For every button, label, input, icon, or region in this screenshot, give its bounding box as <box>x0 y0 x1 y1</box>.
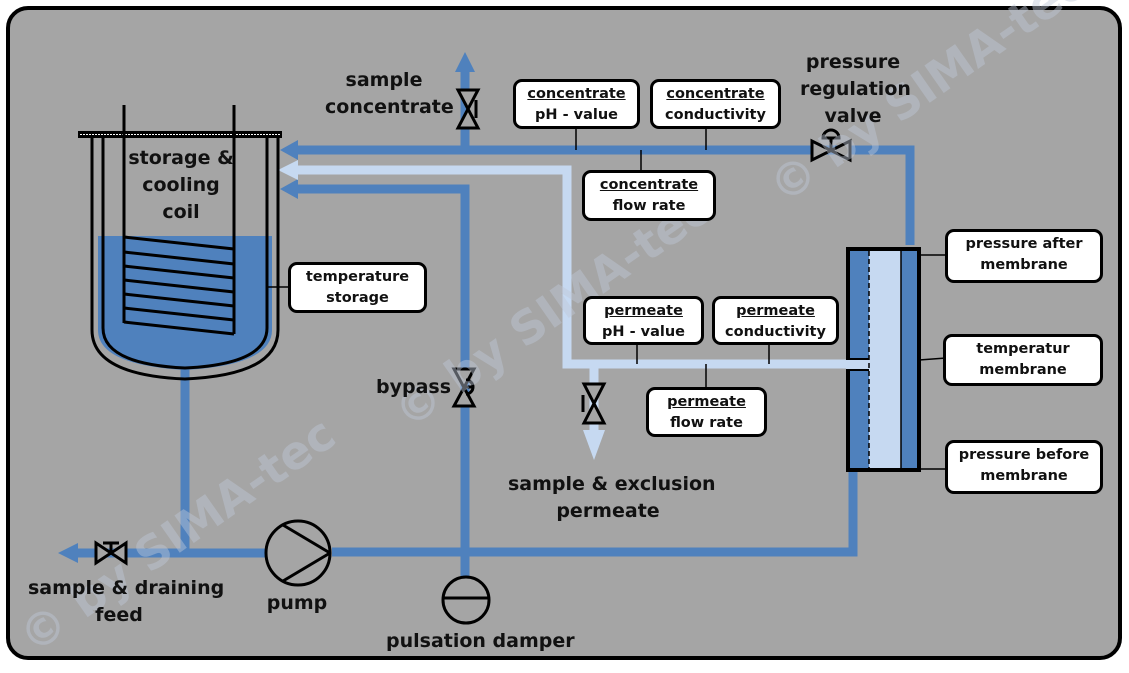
sensor-concentrate-ph[interactable]: concentrate pH - value <box>513 79 640 129</box>
pump-label: pump <box>266 592 328 614</box>
cooling-coil <box>122 105 236 336</box>
sample-exclusion-permeate-label: sample & exclusion permeate <box>508 473 716 522</box>
pulsation-damper-label: pulsation damper <box>386 630 575 652</box>
permeate-return-pipe <box>295 165 860 369</box>
storage-tank <box>78 105 282 381</box>
sensor-permeate-ph[interactable]: permeate pH - value <box>583 296 704 345</box>
permeate-sample-valve[interactable] <box>581 382 607 425</box>
sample-draining-feed-label: sample & draining feed <box>28 577 225 626</box>
membrane-module <box>846 247 921 472</box>
bypass-pipe <box>295 184 470 552</box>
pulsation-damper-symbol <box>441 575 491 625</box>
sample-concentrate-valve[interactable] <box>455 88 481 130</box>
pump-discharge-pipe <box>332 470 858 557</box>
arrow-bypass-return <box>280 179 298 199</box>
sensor-leads <box>267 128 947 470</box>
pump-symbol[interactable] <box>264 519 332 587</box>
pressure-regulation-valve-symbol[interactable] <box>810 128 852 163</box>
arrow-concentrate-return <box>280 140 298 160</box>
storage-cooling-coil-label: storage & cooling coil <box>128 147 234 223</box>
pressure-regulation-valve-label: pressure regulation valve <box>800 51 911 127</box>
bypass-label: bypass <box>376 376 452 398</box>
sensor-permeate-conductivity[interactable]: permeate conductivity <box>712 296 839 345</box>
bypass-valve[interactable] <box>451 367 477 408</box>
drain-valve[interactable] <box>94 540 128 566</box>
arrow-permeate-return <box>278 160 298 180</box>
arrow-drain <box>58 543 78 563</box>
tank-inner-wall <box>101 138 269 370</box>
sensor-temperature-membrane[interactable]: temperatur membrane <box>943 334 1103 386</box>
sample-concentrate-label: sample concentrate <box>325 69 454 118</box>
arrow-permeate-sample <box>583 430 605 460</box>
concentrate-return-pipe <box>295 145 915 245</box>
sensor-temperature-storage[interactable]: temperature storage <box>288 262 427 313</box>
sensor-concentrate-flow-rate[interactable]: concentrate flow rate <box>582 170 716 221</box>
sensor-permeate-flow-rate[interactable]: permeate flow rate <box>646 387 767 437</box>
sensor-concentrate-conductivity[interactable]: concentrate conductivity <box>650 79 781 129</box>
arrow-sample-concentrate <box>455 52 475 72</box>
sensor-pressure-before-membrane[interactable]: pressure before membrane <box>945 440 1103 494</box>
sensor-pressure-after-membrane[interactable]: pressure after membrane <box>945 229 1103 283</box>
tank-outer-wall <box>90 138 280 381</box>
